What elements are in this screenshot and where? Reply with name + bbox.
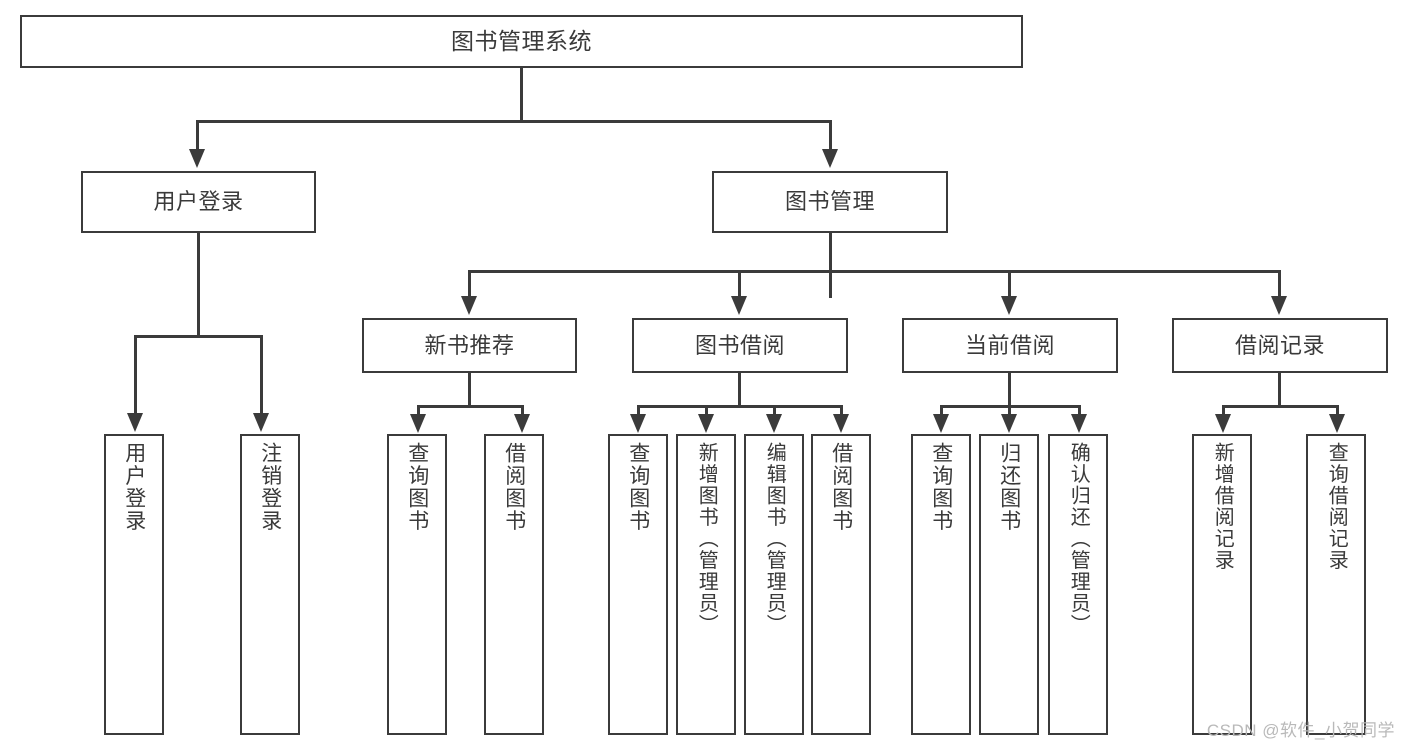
edge-book-management-stem [829,233,832,298]
edge-bm-drop-4 [1278,270,1281,298]
node-book-borrow-label: 图书借阅 [694,332,785,358]
leaf-user-logout[interactable]: 注销登录 [240,434,300,735]
arrow-br-leaf-2 [1329,414,1345,433]
edge-user-login-bar [134,335,262,338]
edge-bb-stem [738,373,741,405]
edge-bm-drop-3 [1008,270,1011,298]
node-book-management-label: 图书管理 [784,189,875,215]
leaf-query-book-3-label: 查询图书 [929,442,953,532]
edge-root-bar [196,120,832,123]
arrow-bb-leaf-4 [833,414,849,433]
node-borrow-record-label: 借阅记录 [1234,332,1325,358]
leaf-user-login-label: 用户登录 [122,442,146,532]
node-root[interactable]: 图书管理系统 [20,15,1023,68]
node-book-management[interactable]: 图书管理 [712,171,948,233]
leaf-return-book-label: 归还图书 [997,442,1021,532]
leaf-query-book-1[interactable]: 查询图书 [387,434,447,735]
arrow-bb-leaf-1 [630,414,646,433]
edge-nbr-bar [417,405,523,408]
leaf-add-book[interactable]: 新增图书（管理员） [676,434,736,735]
leaf-add-record[interactable]: 新增借阅记录 [1192,434,1252,735]
edge-cb-stem [1008,373,1011,405]
arrow-root-to-user-login [189,149,205,168]
edge-bm-drop-1 [468,270,471,298]
leaf-confirm-return-label: 确认归还（管理员） [1067,442,1090,636]
arrow-bm-to-book-borrow [731,296,747,315]
leaf-query-record-label: 查询借阅记录 [1325,442,1348,571]
leaf-add-book-label: 新增图书（管理员） [695,442,718,636]
node-borrow-record[interactable]: 借阅记录 [1172,318,1388,373]
edge-cb-drop-3 [1078,405,1081,417]
leaf-borrow-book-1[interactable]: 借阅图书 [484,434,544,735]
arrow-bm-to-new-book-recommend [461,296,477,315]
arrow-cb-leaf-1 [933,414,949,433]
arrow-br-leaf-1 [1215,414,1231,433]
edge-root-to-user-login [196,120,199,151]
edge-user-login-drop-1 [134,335,137,415]
node-current-borrow[interactable]: 当前借阅 [902,318,1118,373]
arrow-nbr-leaf-1 [410,414,426,433]
arrow-user-login-leaf-2 [253,413,269,432]
node-current-borrow-label: 当前借阅 [964,332,1055,358]
edge-bb-drop-4 [840,405,843,417]
arrow-cb-leaf-3 [1071,414,1087,433]
leaf-user-logout-label: 注销登录 [258,442,282,532]
edge-bb-drop-2 [705,405,708,417]
arrow-nbr-leaf-2 [514,414,530,433]
node-user-login-label: 用户登录 [153,189,244,215]
edge-nbr-drop-1 [417,405,420,417]
edge-cb-drop-2 [1008,405,1011,417]
edge-user-login-stem [197,233,200,335]
leaf-query-record[interactable]: 查询借阅记录 [1306,434,1366,735]
edge-nbr-stem [468,373,471,405]
csdn-watermark: CSDN @软件_小贺同学 [1206,721,1395,740]
leaf-edit-book-label: 编辑图书（管理员） [763,442,786,636]
arrow-bb-leaf-2 [698,414,714,433]
edge-bm-drop-2 [738,270,741,298]
leaf-query-book-3[interactable]: 查询图书 [911,434,971,735]
edge-nbr-drop-2 [521,405,524,417]
leaf-borrow-book-2[interactable]: 借阅图书 [811,434,871,735]
node-user-login[interactable]: 用户登录 [81,171,316,233]
arrow-bm-to-borrow-record [1271,296,1287,315]
leaf-user-login[interactable]: 用户登录 [104,434,164,735]
node-new-book-recommend[interactable]: 新书推荐 [362,318,577,373]
leaf-return-book[interactable]: 归还图书 [979,434,1039,735]
node-new-book-recommend-label: 新书推荐 [424,332,515,358]
edge-br-bar [1222,405,1338,408]
leaf-query-book-2-label: 查询图书 [626,442,650,532]
edge-br-drop-2 [1336,405,1339,417]
leaf-borrow-book-1-label: 借阅图书 [502,442,526,532]
edge-bb-drop-1 [637,405,640,417]
leaf-confirm-return[interactable]: 确认归还（管理员） [1048,434,1108,735]
arrow-bm-to-current-borrow [1001,296,1017,315]
edge-bb-drop-3 [773,405,776,417]
edge-user-login-drop-2 [260,335,263,415]
edge-root-to-book-management [829,120,832,151]
leaf-add-record-label: 新增借阅记录 [1211,442,1234,571]
edge-cb-drop-1 [940,405,943,417]
edge-root-stem [520,68,523,120]
arrow-bb-leaf-3 [766,414,782,433]
edge-br-drop-1 [1222,405,1225,417]
arrow-root-to-book-management [822,149,838,168]
node-book-borrow[interactable]: 图书借阅 [632,318,848,373]
arrow-user-login-leaf-1 [127,413,143,432]
leaf-borrow-book-2-label: 借阅图书 [829,442,853,532]
edge-book-management-bar [468,270,1280,273]
arrow-cb-leaf-2 [1001,414,1017,433]
leaf-query-book-2[interactable]: 查询图书 [608,434,668,735]
edge-bb-bar [637,405,842,408]
leaf-edit-book[interactable]: 编辑图书（管理员） [744,434,804,735]
leaf-query-book-1-label: 查询图书 [405,442,429,532]
edge-br-stem [1278,373,1281,405]
node-root-label: 图书管理系统 [451,28,592,55]
